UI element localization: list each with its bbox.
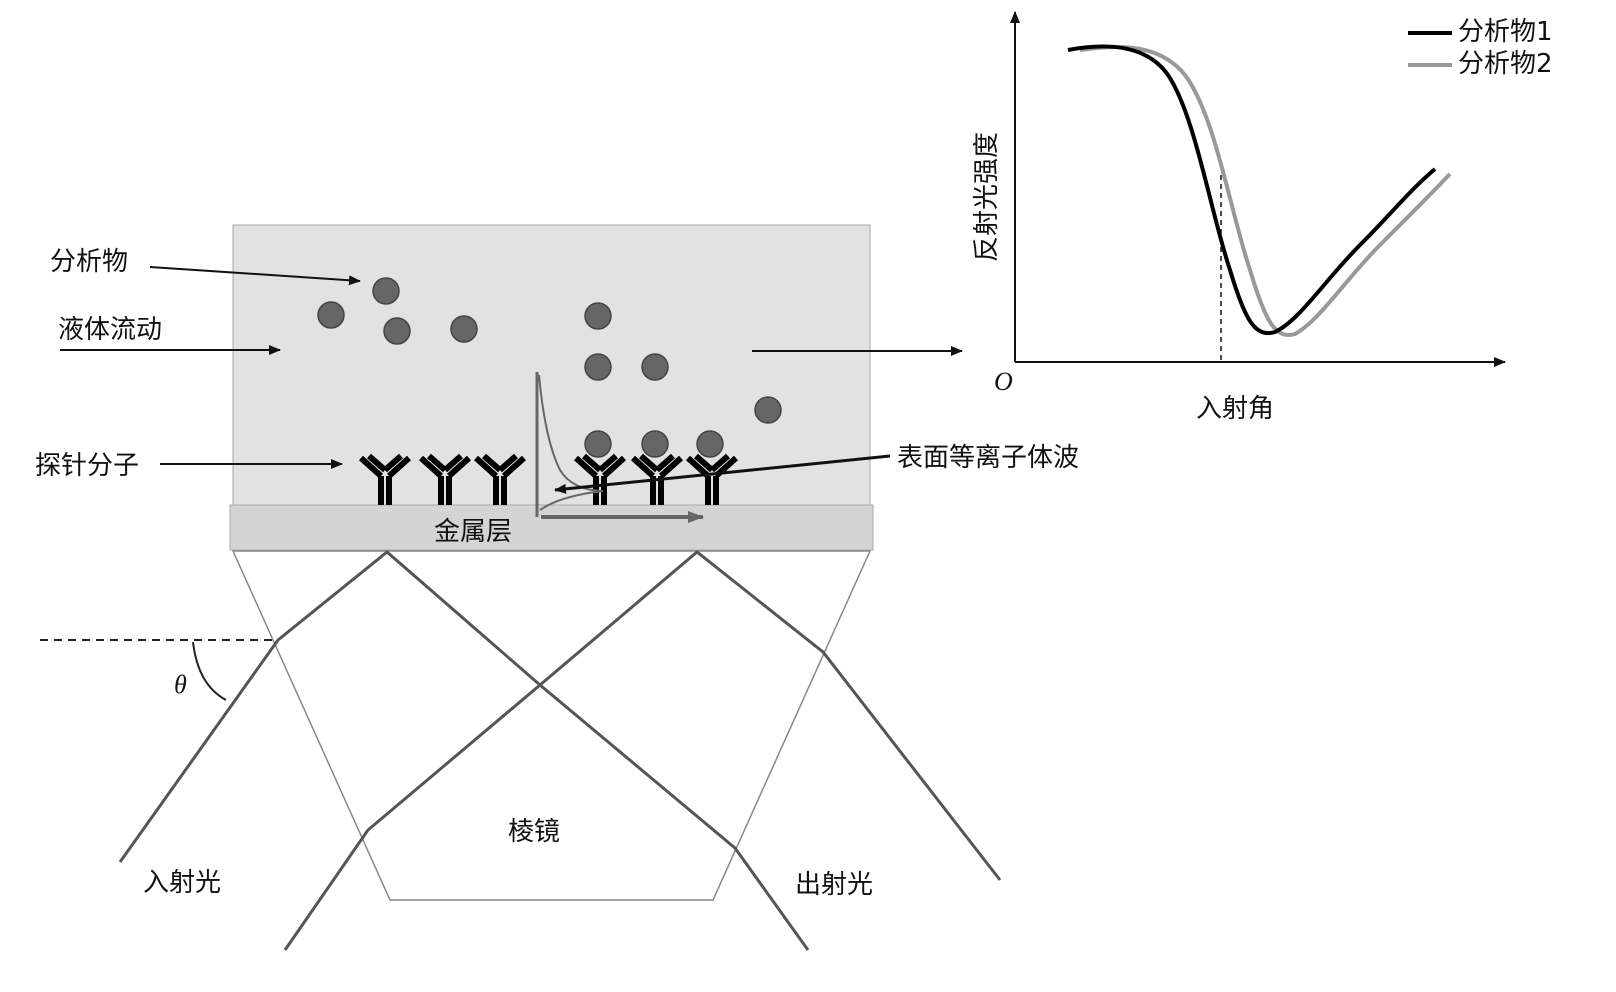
antibody-icon — [358, 453, 412, 505]
incident-light-label: 入射光 — [143, 868, 221, 898]
curve-analyte-2 — [1079, 44, 1452, 338]
reflectance-graph: O 反射光强度 入射角 分析物1 分析物2 — [972, 11, 1553, 424]
plasmon-wave-arrow — [554, 454, 891, 494]
outgoing-light-label: 出射光 — [795, 870, 873, 900]
metal-layer-label: 金属层 — [434, 517, 512, 547]
antibody-icon — [685, 453, 739, 505]
analyte-particle — [317, 301, 345, 329]
analyte-particle — [584, 353, 612, 381]
evanescent-wave — [535, 372, 704, 523]
analyte-particle — [641, 353, 669, 381]
liquid-flow-label: 液体流动 — [58, 315, 162, 345]
prism-label: 棱镜 — [508, 817, 560, 847]
analyte-particle — [584, 302, 612, 330]
analyte-particle — [584, 430, 612, 458]
analyte-particle — [383, 317, 411, 345]
label-arrows — [60, 266, 963, 494]
surface-plasmon-wave-label: 表面等离子体波 — [897, 443, 1079, 473]
x-axis-label: 入射角 — [1196, 394, 1274, 424]
theta-arc — [192, 641, 227, 701]
analyte-particle — [696, 430, 724, 458]
y-axis-label: 反射光强度 — [972, 132, 1002, 262]
curve-analyte-1 — [1067, 44, 1437, 336]
analyte-particle — [372, 277, 400, 305]
antibody-icon — [630, 453, 684, 505]
incident-ray-2 — [283, 550, 1002, 951]
probe-molecules — [358, 453, 739, 505]
analyte-arrow — [149, 266, 361, 286]
light-rays — [118, 550, 1002, 951]
antibody-icon — [573, 453, 627, 505]
metal-layer — [229, 504, 874, 551]
probe-molecule-label: 探针分子 — [35, 451, 139, 481]
liquid-chamber — [232, 224, 871, 506]
analyte-particle — [641, 430, 669, 458]
analyte-particle — [450, 315, 478, 343]
analyte-particle — [754, 396, 782, 424]
incident-ray-1 — [118, 550, 810, 951]
analyte-particles — [317, 277, 782, 458]
origin-label: O — [994, 367, 1013, 396]
analyte-label: 分析物 — [50, 247, 128, 277]
antibody-icon — [473, 453, 527, 505]
antibody-icon — [418, 453, 472, 505]
theta-label: θ — [174, 670, 187, 699]
legend-label-2: 分析物2 — [1458, 49, 1553, 79]
prism — [231, 550, 872, 901]
legend-label-1: 分析物1 — [1458, 17, 1553, 47]
